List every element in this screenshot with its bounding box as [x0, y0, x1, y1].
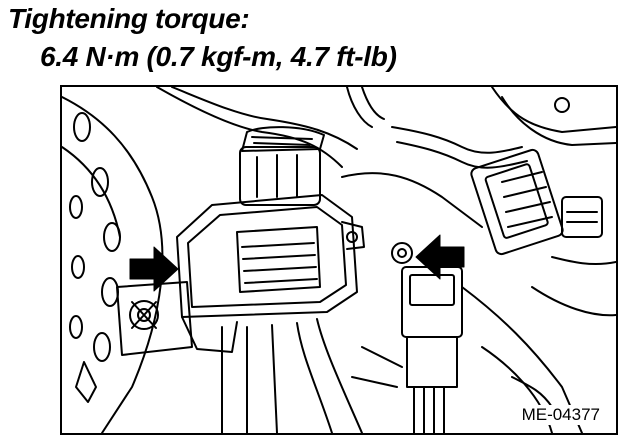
- wiring-harness: [341, 87, 616, 317]
- hose: [156, 87, 385, 168]
- arrow-left-bolt: [129, 246, 179, 292]
- mounting-bolt: [116, 281, 193, 356]
- line-drawing: [62, 87, 616, 433]
- perforated-panel: [62, 96, 164, 433]
- control-module: [176, 126, 365, 353]
- engine-bay-illustration: ME-04377: [60, 85, 618, 435]
- figure-code: ME-04377: [519, 405, 602, 425]
- tightening-torque-heading: Tightening torque:: [8, 3, 250, 34]
- torque-specification: 6.4 N·m (0.7 kgf-m, 4.7 ft-lb): [40, 41, 397, 72]
- lower-connectors: [221, 242, 463, 433]
- arrow-right-bolt: [415, 234, 465, 280]
